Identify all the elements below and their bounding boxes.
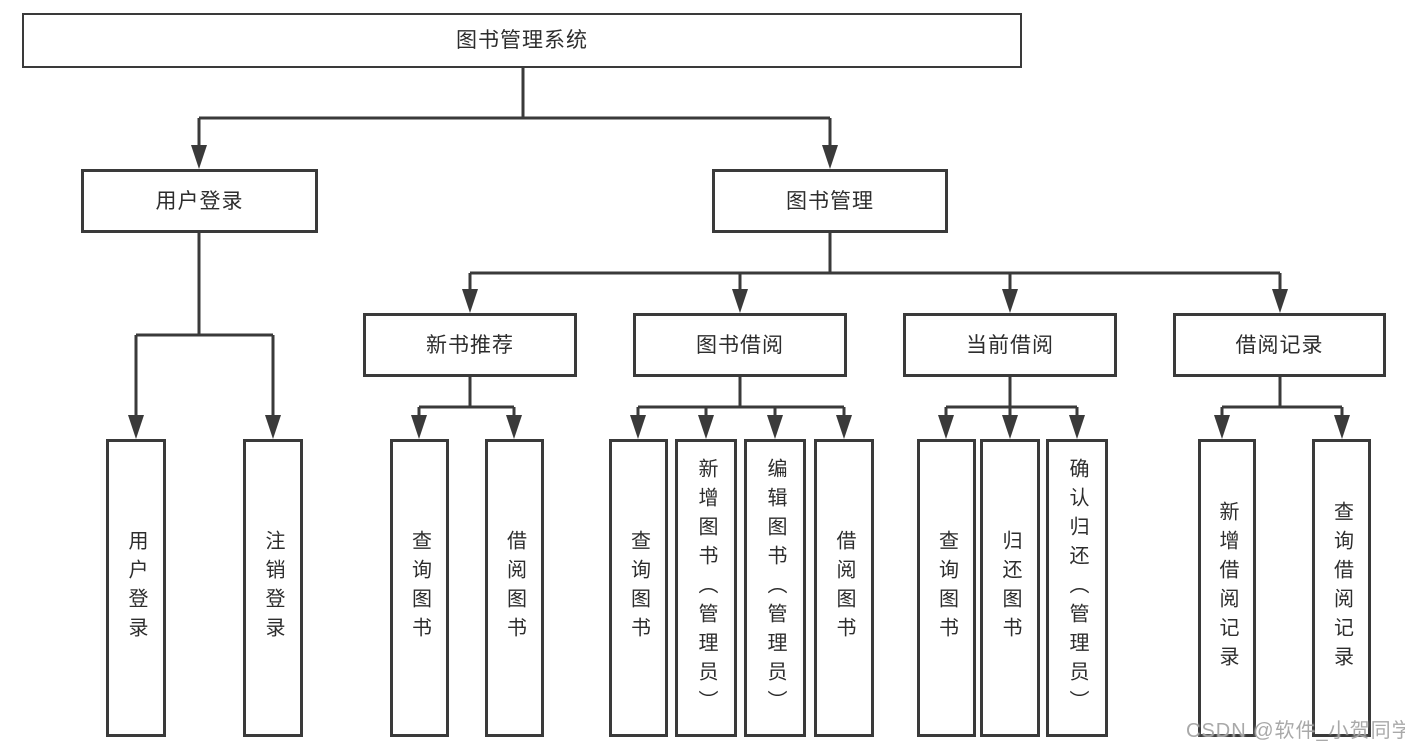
node-label: 注销登录 (262, 530, 284, 646)
node-current-borrow: 当前借阅 (903, 313, 1117, 377)
node-label: 查询图书 (935, 530, 958, 646)
node-leaf-recommend-borrow-books: 借阅图书 (485, 439, 544, 737)
node-label: 新增图书（管理员） (695, 457, 717, 719)
node-label: 查询借阅记录 (1330, 501, 1353, 675)
node-label: 图书管理系统 (456, 29, 588, 52)
node-leaf-borrow-add-books-admin: 新增图书（管理员） (675, 439, 737, 737)
node-label: 用户登录 (155, 189, 244, 213)
node-label: 图书管理 (786, 189, 874, 213)
node-label: 借阅图书 (833, 530, 855, 646)
node-leaf-borrow-borrow-books: 借阅图书 (814, 439, 874, 737)
node-label: 借阅记录 (1235, 333, 1324, 357)
node-borrow-records: 借阅记录 (1173, 313, 1386, 377)
node-book-borrow: 图书借阅 (633, 313, 847, 377)
node-leaf-records-query-record: 查询借阅记录 (1312, 439, 1371, 737)
node-label: 查询图书 (408, 530, 431, 646)
node-label: 新增借阅记录 (1216, 501, 1238, 675)
node-leaf-logout: 注销登录 (243, 439, 303, 737)
node-leaf-borrow-edit-books-admin: 编辑图书（管理员） (744, 439, 806, 737)
node-leaf-recommend-query-books: 查询图书 (390, 439, 449, 737)
node-book-management-branch: 图书管理 (712, 169, 948, 233)
node-label: 归还图书 (999, 530, 1021, 646)
node-leaf-records-add-record: 新增借阅记录 (1198, 439, 1256, 737)
node-label: 新书推荐 (426, 333, 514, 357)
node-user-login-branch: 用户登录 (81, 169, 318, 233)
node-root-library-system: 图书管理系统 (22, 13, 1022, 68)
node-leaf-borrow-query-books: 查询图书 (609, 439, 668, 737)
node-label: 确认归还（管理员） (1066, 457, 1088, 719)
node-leaf-current-confirm-return-admin: 确认归还（管理员） (1046, 439, 1108, 737)
node-label: 用户登录 (125, 530, 147, 646)
watermark: CSDN @软件_小贺同学 (1186, 720, 1405, 742)
node-label: 图书借阅 (696, 333, 784, 357)
node-leaf-current-query-books: 查询图书 (917, 439, 976, 737)
node-leaf-current-return-books: 归还图书 (980, 439, 1040, 737)
node-label: 编辑图书（管理员） (764, 457, 786, 719)
node-new-book-recommend: 新书推荐 (363, 313, 577, 377)
node-label: 借阅图书 (503, 530, 526, 646)
node-label: 查询图书 (627, 530, 650, 646)
node-leaf-user-login: 用户登录 (106, 439, 166, 737)
node-label: 当前借阅 (966, 333, 1054, 357)
